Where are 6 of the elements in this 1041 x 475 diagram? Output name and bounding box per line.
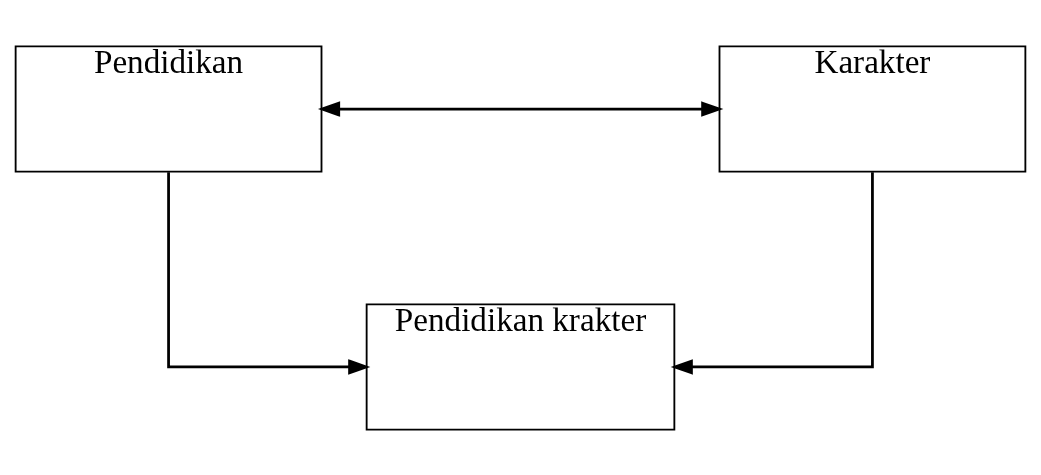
node-box: Pendidikan bbox=[14, 44, 323, 173]
node-box: Karakter bbox=[718, 44, 1027, 173]
node-box: Pendidikan krakter bbox=[365, 302, 676, 431]
arrow bbox=[670, 171, 874, 375]
arrow bbox=[318, 100, 724, 117]
arrow bbox=[167, 171, 371, 375]
